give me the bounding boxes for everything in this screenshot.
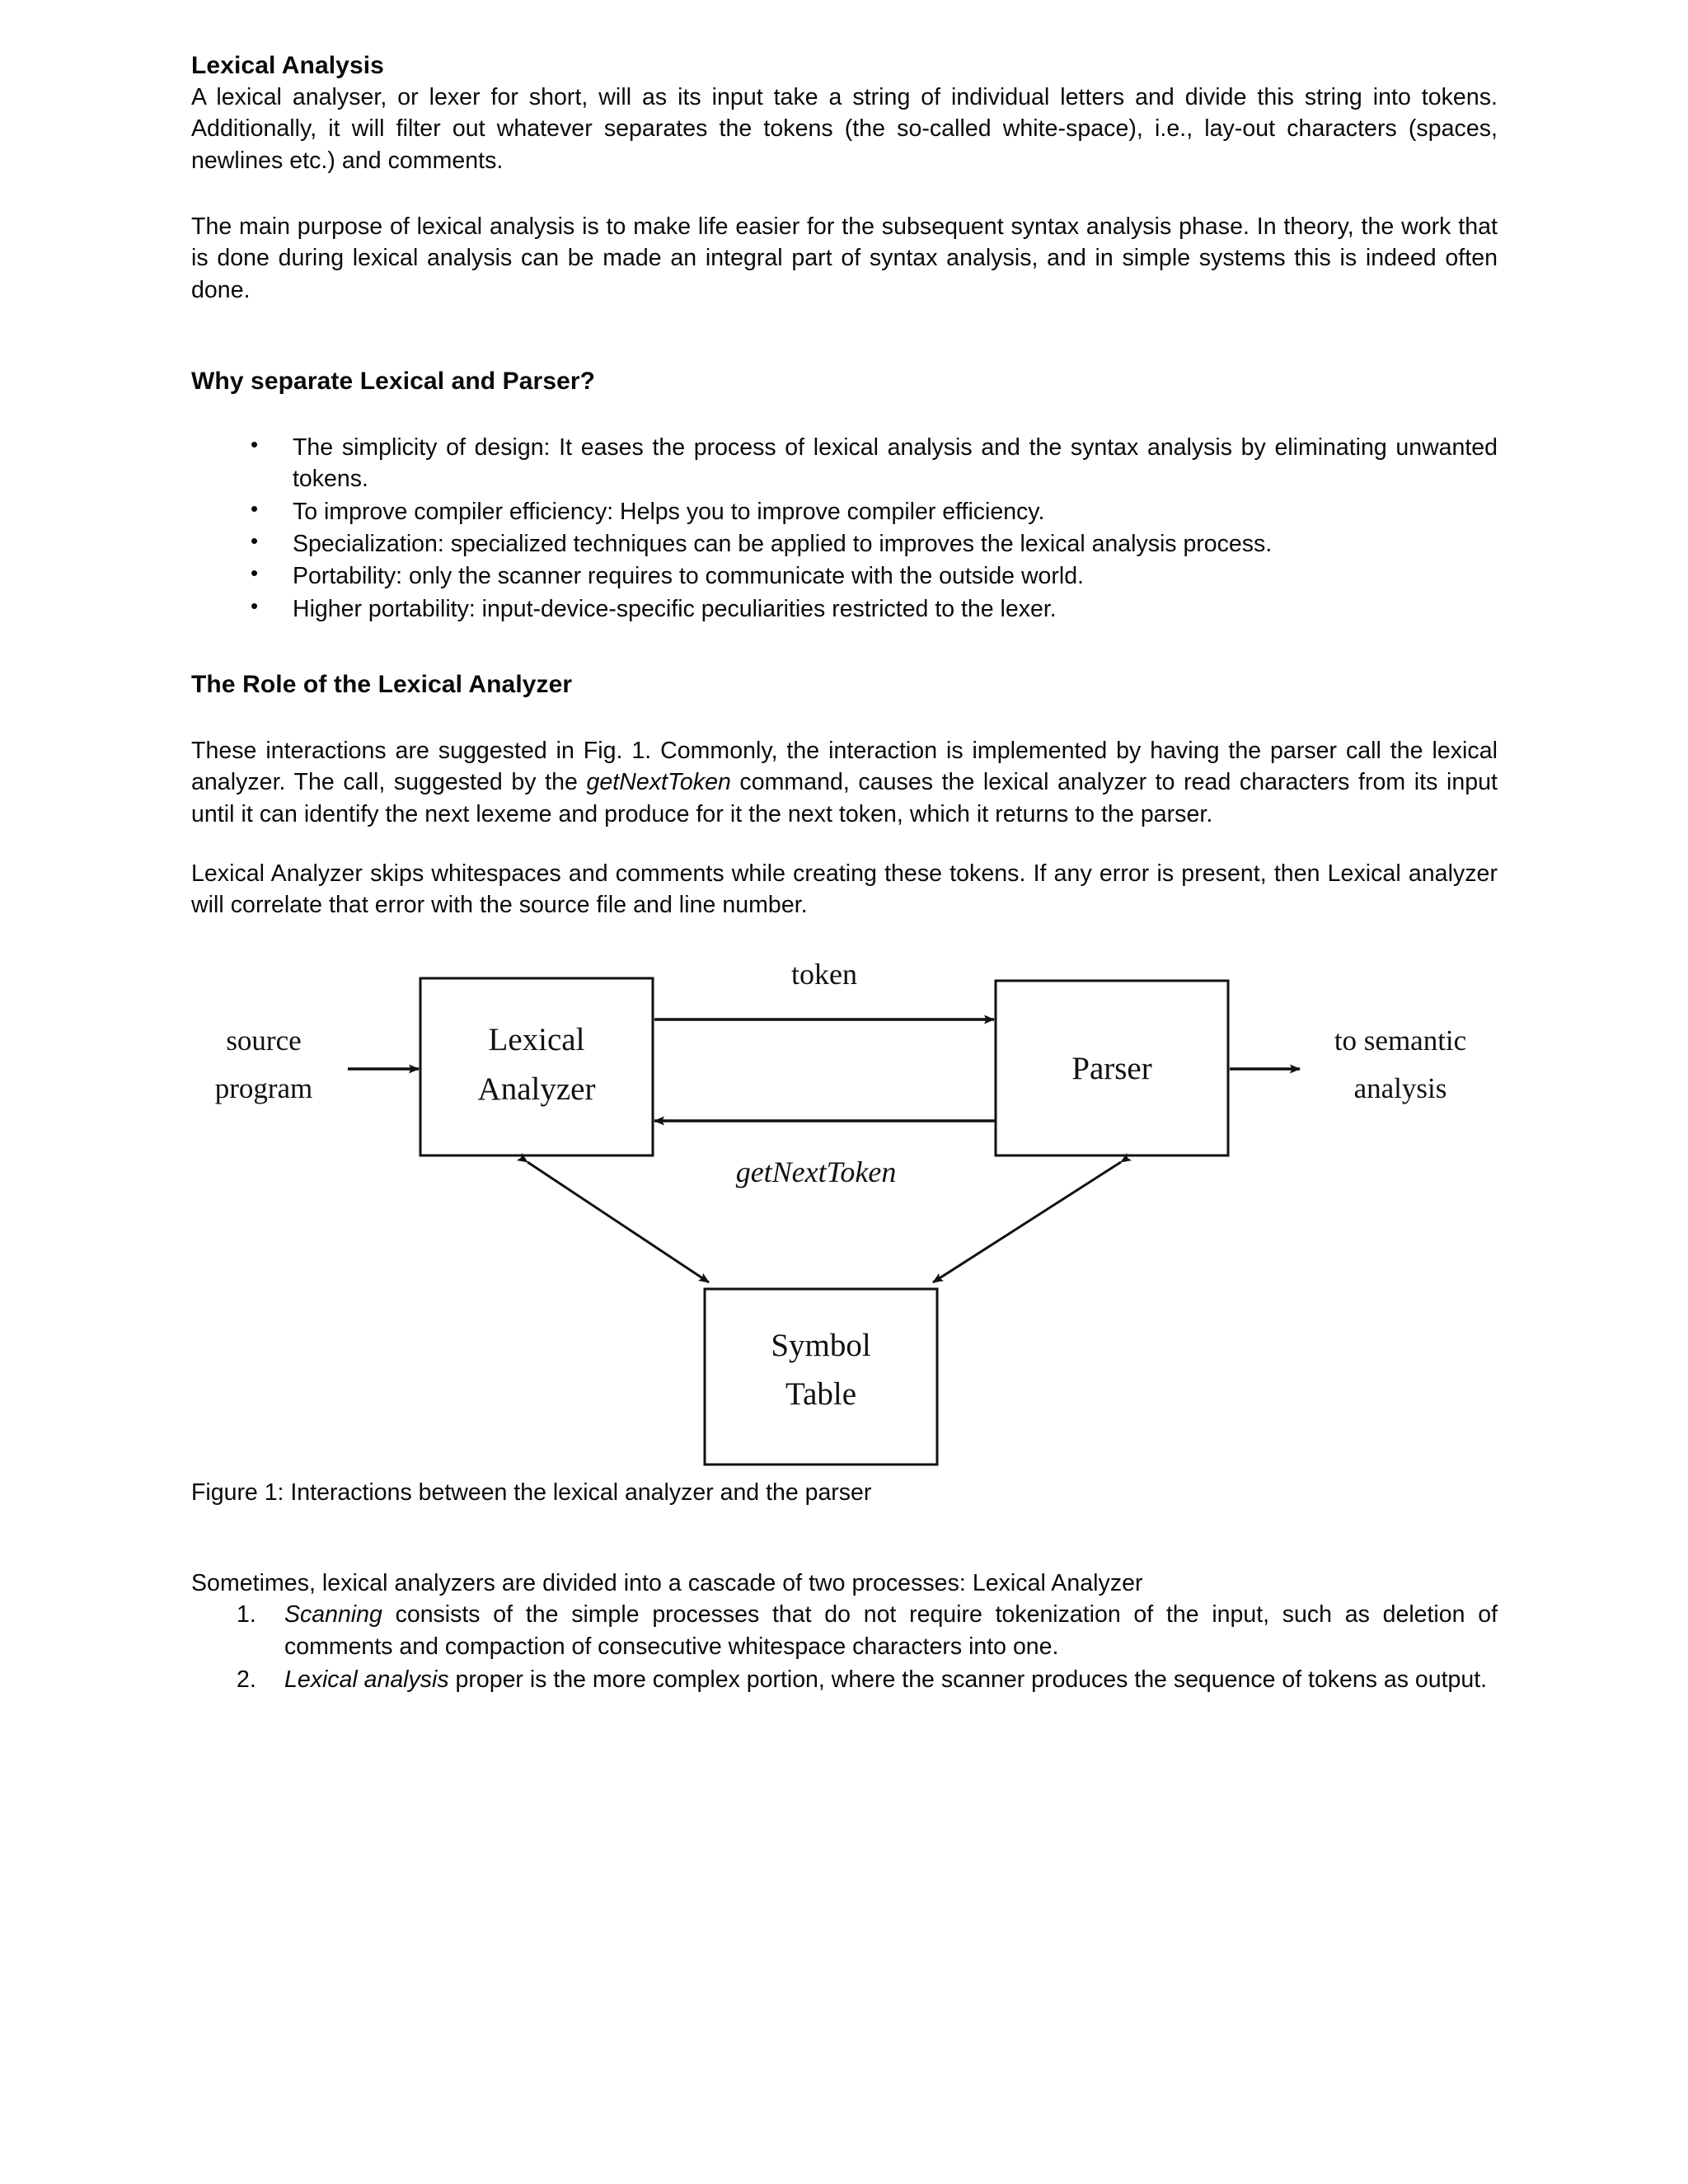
label-to-semantic-line1: to semantic [1334, 1024, 1466, 1057]
figure-1-caption: Figure 1: Interactions between the lexic… [191, 1479, 872, 1506]
label-token: token [791, 958, 857, 991]
list-item: To improve compiler efficiency: Helps yo… [191, 494, 1498, 527]
lexical-analysis-text: proper is the more complex portion, wher… [448, 1666, 1488, 1693]
box-lexical-analyzer [419, 977, 654, 1157]
paragraph-cascade-intro: Sometimes, lexical analyzers are divided… [191, 1569, 1143, 1596]
list-item: Higher portability: input-device-specifi… [191, 592, 1498, 625]
label-to-semantic-line2: analysis [1354, 1072, 1447, 1104]
paragraph-role-2: Lexical Analyzer skips whitespaces and c… [191, 860, 1498, 919]
box-parser-label: Parser [1071, 1051, 1151, 1086]
label-get-next-token: getNextToken [736, 1155, 897, 1188]
heading-role-of-lexical-analyzer: The Role of the Lexical Analyzer [191, 670, 573, 698]
get-next-token-emphasis: getNextToken [586, 769, 731, 796]
why-separate-bullet-list: The simplicity of design: It eases the p… [191, 430, 1498, 625]
box-symbol-table [703, 1287, 939, 1466]
heading-why-separate: Why separate Lexical and Parser? [191, 367, 596, 395]
lexical-analysis-emphasis: Lexical analysis [284, 1666, 449, 1693]
box-parser [994, 979, 1230, 1157]
box-symbol-table-label-line2: Table [785, 1376, 856, 1412]
list-item: Scanning consists of the simple processe… [191, 1599, 1498, 1662]
paragraph-role-1: These interactions are suggested in Fig.… [191, 735, 1498, 830]
arrow-parser-symbol-table [932, 1152, 1132, 1283]
cascade-numbered-list: Scanning consists of the simple processe… [191, 1599, 1498, 1695]
paragraph-lexical-analysis-1: A lexical analyser, or lexer for short, … [191, 84, 1498, 174]
paragraph-lexical-analysis-2: The main purpose of lexical analysis is … [191, 213, 1498, 303]
paragraph-role-1-part-a: These interactions are suggested in Fig.… [191, 737, 1498, 796]
list-item: Portability: only the scanner requires t… [191, 559, 1498, 592]
box-symbol-table-label-line1: Symbol [771, 1328, 871, 1363]
figure-1-diagram: Lexical Analyzer Parser Symbol Table sou… [191, 949, 1498, 1477]
box-lexical-analyzer-label-line2: Analyzer [478, 1071, 596, 1107]
scanning-text: consists of the simple processes that do… [284, 1601, 1498, 1660]
heading-lexical-analysis: Lexical Analysis [191, 52, 384, 79]
label-source-line2: program [215, 1072, 313, 1104]
list-item: The simplicity of design: It eases the p… [191, 430, 1498, 495]
list-item: Lexical analysis proper is the more comp… [191, 1664, 1498, 1696]
scanning-emphasis: Scanning [284, 1601, 382, 1629]
lexical-analyzer-parser-diagram: Lexical Analyzer Parser Symbol Table sou… [215, 958, 1466, 1466]
paragraph-role-1-part-b: command, causes the lexical analyzer to … [191, 769, 1498, 827]
arrow-lexical-analyzer-symbol-table [516, 1152, 710, 1283]
box-lexical-analyzer-label-line1: Lexical [489, 1022, 585, 1057]
list-item: Specialization: specialized techniques c… [191, 527, 1498, 560]
label-source-line1: source [226, 1024, 301, 1057]
page-content: Lexical Analysis A lexical analyser, or … [191, 0, 1498, 1697]
